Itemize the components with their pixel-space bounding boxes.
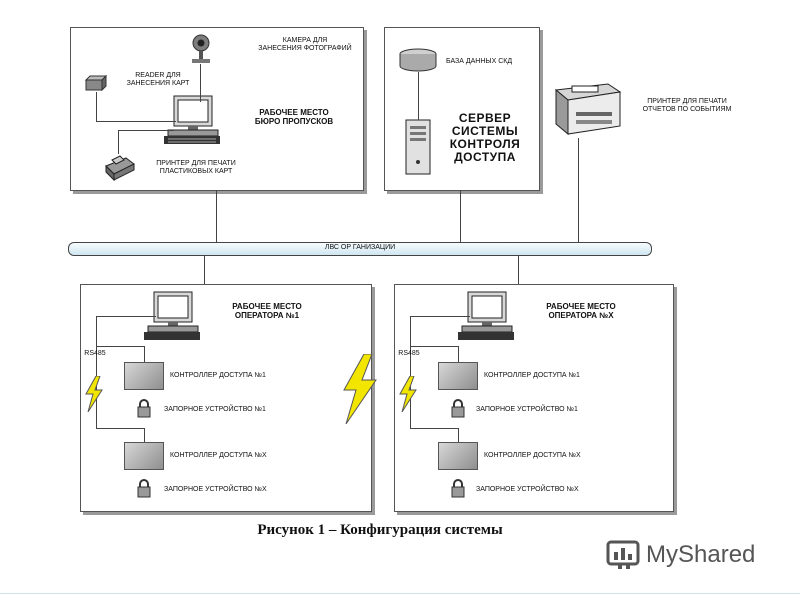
operator-x-rs-line-v2 xyxy=(458,346,459,362)
operator-1-lock-1-icon xyxy=(137,399,151,418)
operator-1-lock-1-label: ЗАПОРНОЕ УСТРОЙСТВО №1 xyxy=(164,406,266,413)
myshared-watermark: MyShared xyxy=(646,541,756,568)
operator-1-title: РАБОЧЕЕ МЕСТО ОПЕРАТОРА №1 xyxy=(232,302,302,320)
reader-label: READER ДЛЯ ЗАНЕСЕНИЯ КАРТ xyxy=(126,72,190,87)
bus-drop-operator-x xyxy=(518,256,519,286)
figure-caption: Рисунок 1 – Конфигурация системы xyxy=(257,522,503,538)
operator-x-box xyxy=(394,284,674,512)
reader-connector-h xyxy=(96,121,176,122)
db-server-connector xyxy=(418,72,419,120)
operator-1-link-cx xyxy=(96,428,144,429)
bus-drop-operator-1 xyxy=(204,256,205,286)
wireless-lightning-icon xyxy=(343,354,377,424)
operator-x-lock-x-label: ЗАПОРНОЕ УСТРОЙСТВО №Х xyxy=(476,486,579,493)
operator-1-lock-x-label: ЗАПОРНОЕ УСТРОЙСТВО №Х xyxy=(164,486,267,493)
operator-x-link-cx xyxy=(410,428,458,429)
operator-x-computer-icon xyxy=(458,291,514,340)
camera-connector xyxy=(200,64,201,102)
report-printer-label: ПРИНТЕР ДЛЯ ПЕЧАТИ ОТЧЕТОВ ПО СОБЫТИЯМ xyxy=(642,98,732,113)
operator-x-controller-x xyxy=(438,442,478,470)
operator-x-controller-1 xyxy=(438,362,478,390)
operator-1-rs-label: RS485 xyxy=(84,350,106,357)
lan-label: ЛВС ОР ГАНИЗАЦИИ xyxy=(324,244,396,251)
server-title: СЕРВЕР СИСТЕМЫ КОНТРОЛЯ ДОСТУПА xyxy=(449,111,521,164)
bus-drop-printer xyxy=(578,138,579,242)
camera-icon xyxy=(192,34,210,63)
reader-connector-v xyxy=(96,92,97,121)
workstation-title: РАБОЧЕЕ МЕСТО БЮРО ПРОПУСКОВ xyxy=(254,108,334,126)
operator-x-lock-1-icon xyxy=(451,399,465,418)
operator-1-rs-line-v3 xyxy=(144,428,145,442)
operator-x-rs-line-v3 xyxy=(458,428,459,442)
card-reader-icon xyxy=(84,74,108,92)
operator-1-controller-1-label: КОНТРОЛЛЕР ДОСТУПА №1 xyxy=(170,372,266,379)
report-printer-icon xyxy=(554,83,622,136)
operator-1-lightning-icon xyxy=(85,376,103,412)
operator-x-controller-1-label: КОНТРОЛЛЕР ДОСТУПА №1 xyxy=(484,372,580,379)
operator-1-controller-1 xyxy=(124,362,164,390)
database-icon xyxy=(399,48,437,72)
myshared-logo-icon xyxy=(606,540,640,569)
card-printer-label: ПРИНТЕР ДЛЯ ПЕЧАТИ ПЛАСТИКОВЫХ КАРТ xyxy=(156,160,236,175)
operator-1-lock-x-icon xyxy=(137,479,151,498)
lan-bus xyxy=(68,242,652,256)
printer-connector-v xyxy=(118,130,119,154)
operator-x-title: РАБОЧЕЕ МЕСТО ОПЕРАТОРА №Х xyxy=(546,302,616,320)
operator-1-box xyxy=(80,284,372,512)
operator-x-rs-line-v xyxy=(410,316,411,428)
card-printer-icon xyxy=(105,155,135,182)
operator-x-lightning-icon xyxy=(399,376,417,412)
operator-1-computer-icon xyxy=(144,291,200,340)
operator-1-rs-line-v xyxy=(96,316,97,428)
operator-x-rs-line-h xyxy=(410,316,470,317)
database-label: БАЗА ДАННЫХ СКД xyxy=(446,58,513,65)
operator-1-rs-line-h xyxy=(96,316,156,317)
camera-label: КАМЕРА ДЛЯ ЗАНЕСЕНИЯ ФОТОГРАФИЙ xyxy=(258,37,352,52)
operator-1-controller-x xyxy=(124,442,164,470)
operator-x-lock-x-icon xyxy=(451,479,465,498)
operator-1-controller-x-label: КОНТРОЛЛЕР ДОСТУПА №Х xyxy=(170,452,267,459)
computer-icon xyxy=(164,95,220,144)
printer-connector-h xyxy=(118,130,174,131)
operator-1-rs-line-v2 xyxy=(144,346,145,362)
operator-x-lock-1-label: ЗАПОРНОЕ УСТРОЙСТВО №1 xyxy=(476,406,578,413)
bottom-divider xyxy=(0,593,800,594)
operator-1-link-c1 xyxy=(96,346,144,347)
server-tower-icon xyxy=(405,119,431,175)
operator-x-link-c1 xyxy=(410,346,458,347)
bus-drop-workstation xyxy=(216,190,217,242)
operator-x-rs-label: RS485 xyxy=(398,350,420,357)
bus-drop-server xyxy=(460,190,461,242)
operator-x-controller-x-label: КОНТРОЛЛЕР ДОСТУПА №Х xyxy=(484,452,581,459)
